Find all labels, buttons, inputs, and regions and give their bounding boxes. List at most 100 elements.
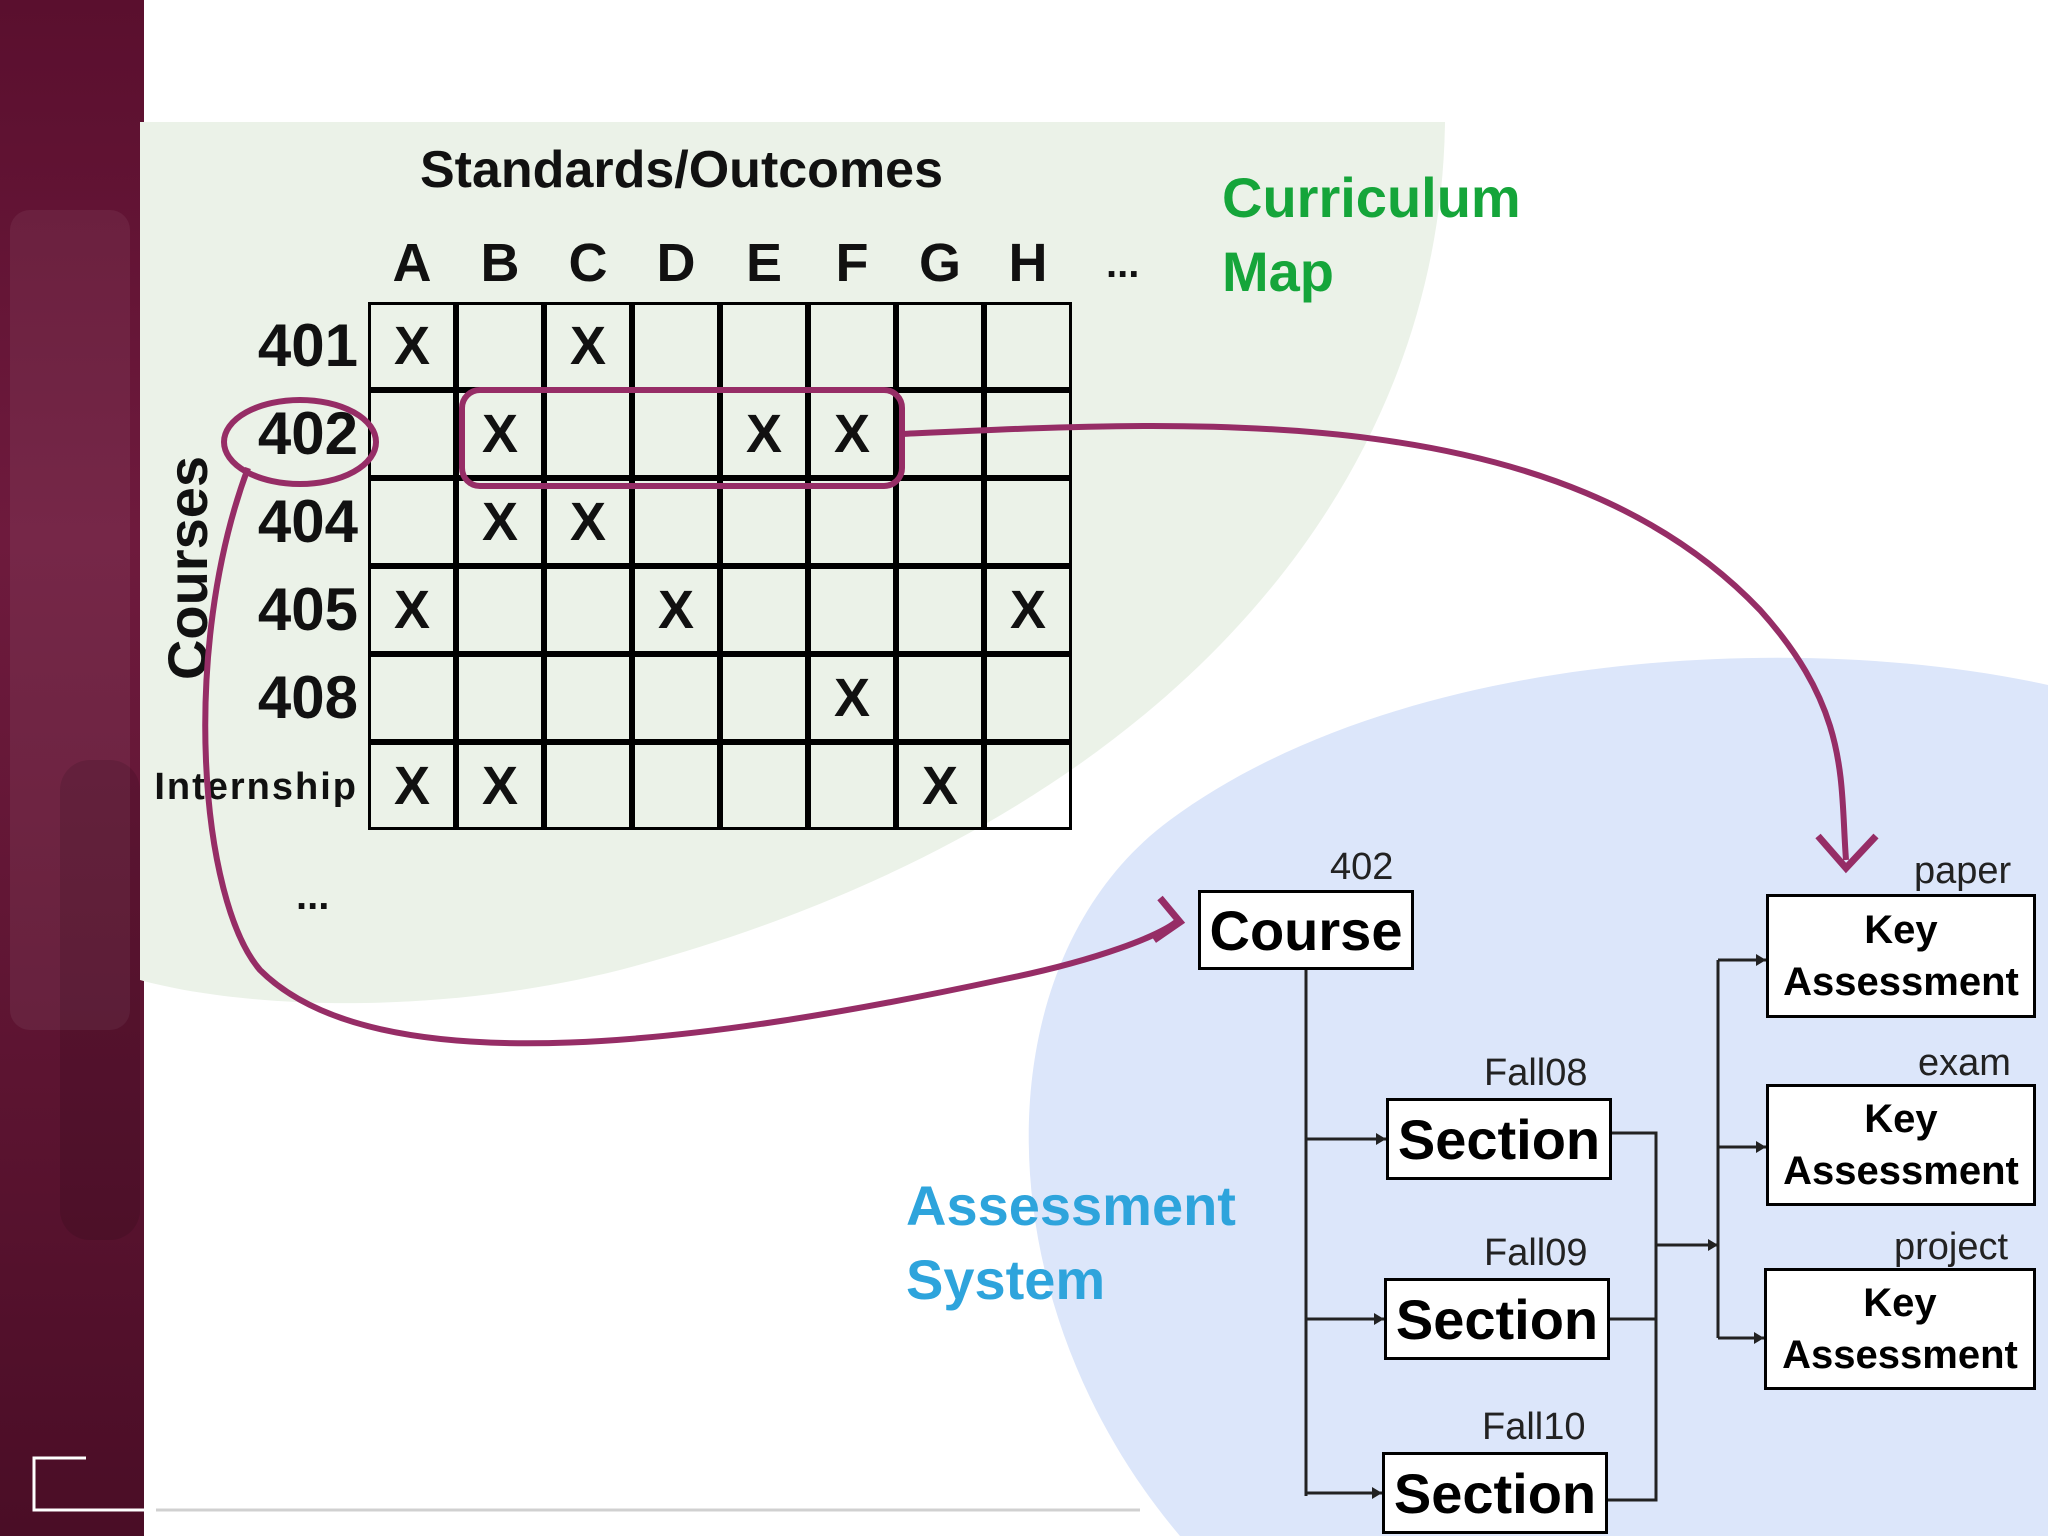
column-header: A bbox=[392, 233, 432, 293]
section-box: Section bbox=[1386, 1098, 1612, 1180]
section-label: Section bbox=[1395, 1287, 1599, 1351]
key-assessment-line1: Key bbox=[1864, 908, 1938, 952]
matrix-mark: X bbox=[569, 316, 607, 376]
matrix-mark: X bbox=[393, 756, 431, 816]
section-tag: Fall09 bbox=[1484, 1232, 1588, 1274]
key-assessment-line1: Key bbox=[1863, 1281, 1937, 1325]
curriculum-map-title-line1: Curriculum bbox=[1222, 166, 1521, 229]
key-assessment-tag: exam bbox=[1918, 1042, 2011, 1084]
matrix-cell bbox=[368, 302, 456, 390]
key-assessment-box: Key Assessment bbox=[1766, 894, 2036, 1018]
key-assessment-line2: Assessment bbox=[1783, 1149, 2019, 1193]
curriculum-map-title-line2: Map bbox=[1222, 240, 1334, 303]
rows-more: ... bbox=[296, 874, 330, 918]
matrix-cell bbox=[632, 302, 720, 390]
matrix-cell bbox=[632, 390, 720, 478]
matrix-cell bbox=[896, 566, 984, 654]
row-header: 402 bbox=[257, 400, 358, 467]
matrix-cell bbox=[896, 654, 984, 742]
key-assessment-box: Key Assessment bbox=[1764, 1268, 2036, 1390]
matrix-cell bbox=[808, 742, 896, 830]
matrix-cell bbox=[984, 742, 1072, 830]
matrix-cell bbox=[984, 302, 1072, 390]
matrix-mark: X bbox=[393, 580, 431, 640]
section-box: Section bbox=[1382, 1452, 1608, 1534]
matrix-cell bbox=[720, 654, 808, 742]
matrix-cell bbox=[544, 566, 632, 654]
matrix-cell bbox=[720, 566, 808, 654]
matrix-cell bbox=[720, 478, 808, 566]
section-tag: Fall08 bbox=[1484, 1052, 1588, 1094]
column-header: H bbox=[1008, 233, 1048, 293]
matrix-mark: X bbox=[481, 492, 519, 552]
key-assessment-line2: Assessment bbox=[1782, 1333, 2018, 1377]
matrix-cell bbox=[456, 566, 544, 654]
matrix-mark: X bbox=[481, 404, 519, 464]
column-header: C bbox=[568, 233, 608, 293]
column-header: D bbox=[656, 233, 696, 293]
matrix-cell bbox=[632, 742, 720, 830]
matrix-cell bbox=[368, 478, 456, 566]
matrix-heading: Standards/Outcomes bbox=[420, 141, 944, 199]
matrix-mark: X bbox=[745, 404, 783, 464]
matrix-cell bbox=[544, 742, 632, 830]
row-header: 408 bbox=[257, 664, 358, 731]
column-header: F bbox=[835, 233, 869, 293]
matrix-cell bbox=[632, 654, 720, 742]
matrix-cell bbox=[456, 654, 544, 742]
key-assessment-tag: paper bbox=[1914, 850, 2012, 892]
key-assessment-line2: Assessment bbox=[1783, 960, 2019, 1004]
matrix-cell bbox=[896, 478, 984, 566]
matrix-cell bbox=[984, 390, 1072, 478]
matrix-cell bbox=[984, 478, 1072, 566]
matrix-cell bbox=[632, 478, 720, 566]
course-label: Course bbox=[1209, 898, 1403, 962]
section-label: Section bbox=[1397, 1107, 1601, 1171]
matrix-cell bbox=[368, 390, 456, 478]
row-header: 404 bbox=[257, 488, 358, 555]
matrix-mark: X bbox=[393, 316, 431, 376]
matrix-cell bbox=[720, 742, 808, 830]
row-axis-label: Courses bbox=[156, 455, 219, 681]
matrix-mark: X bbox=[833, 404, 871, 464]
left-decorative-band bbox=[0, 0, 144, 1536]
matrix-cell bbox=[720, 302, 808, 390]
matrix-cell bbox=[896, 390, 984, 478]
row-header: 405 bbox=[257, 576, 358, 643]
matrix-mark: X bbox=[569, 492, 607, 552]
section-label: Section bbox=[1393, 1461, 1597, 1525]
matrix-cell bbox=[456, 302, 544, 390]
course-tag: 402 bbox=[1330, 846, 1394, 888]
matrix-cell bbox=[544, 654, 632, 742]
matrix-mark: X bbox=[481, 756, 519, 816]
section-box: Section bbox=[1384, 1278, 1610, 1360]
band-shading bbox=[10, 210, 130, 1030]
matrix-cell bbox=[808, 302, 896, 390]
row-header: 401 bbox=[257, 312, 358, 379]
matrix-cell bbox=[984, 654, 1072, 742]
matrix-mark: X bbox=[833, 668, 871, 728]
key-assessment-box: Key Assessment bbox=[1766, 1084, 2036, 1206]
corner-bracket-icon bbox=[32, 1456, 144, 1512]
section-tag: Fall10 bbox=[1482, 1406, 1586, 1448]
matrix-cell bbox=[808, 566, 896, 654]
column-header: B bbox=[480, 233, 520, 293]
columns-more: ... bbox=[1106, 242, 1140, 286]
matrix-cell bbox=[368, 654, 456, 742]
band-statue-shape bbox=[60, 760, 140, 1240]
key-assessment-line1: Key bbox=[1864, 1097, 1938, 1141]
column-header: G bbox=[918, 233, 961, 293]
matrix-cell bbox=[896, 302, 984, 390]
row-header: Internship bbox=[154, 766, 358, 808]
course-box: Course bbox=[1198, 890, 1414, 970]
assessment-system-title-line2: System bbox=[906, 1248, 1106, 1311]
assessment-system-title-line1: Assessment bbox=[906, 1174, 1236, 1237]
matrix-cell bbox=[808, 478, 896, 566]
column-header: E bbox=[745, 233, 783, 293]
key-assessment-tag: project bbox=[1894, 1226, 2009, 1268]
matrix-mark: X bbox=[921, 756, 959, 816]
matrix-mark: X bbox=[657, 580, 695, 640]
matrix-cell bbox=[544, 390, 632, 478]
matrix-mark: X bbox=[1009, 580, 1047, 640]
